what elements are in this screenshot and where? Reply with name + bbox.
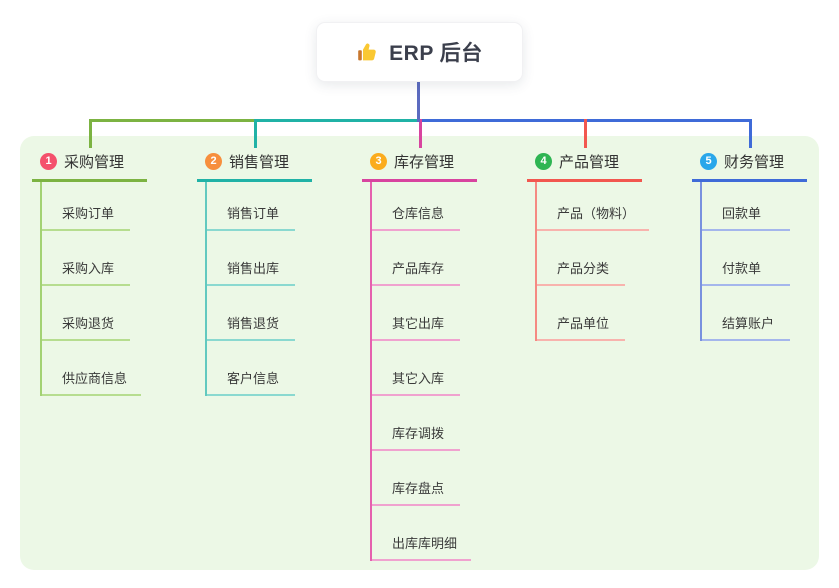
connector-drop-branch-2 bbox=[254, 119, 257, 148]
branch-label: 产品管理 bbox=[559, 154, 620, 171]
child-node[interactable]: 采购退货 bbox=[42, 286, 130, 341]
child-label: 销售订单 bbox=[227, 206, 280, 221]
child-label: 采购退货 bbox=[62, 316, 115, 331]
thumbs-up-icon bbox=[356, 40, 380, 64]
child-node[interactable]: 其它出库 bbox=[372, 286, 460, 341]
branch-2: 2 销售管理销售订单销售出库销售退货客户信息 bbox=[197, 148, 320, 396]
child-node[interactable]: 销售退货 bbox=[207, 286, 295, 341]
child-label: 销售出库 bbox=[227, 261, 280, 276]
child-node[interactable]: 结算账户 bbox=[702, 286, 790, 341]
child-label: 采购订单 bbox=[62, 206, 115, 221]
child-label: 产品分类 bbox=[557, 261, 610, 276]
child-node[interactable]: 产品分类 bbox=[537, 231, 625, 286]
child-node[interactable]: 付款单 bbox=[702, 231, 790, 286]
child-label: 库存盘点 bbox=[392, 481, 445, 496]
child-node[interactable]: 产品（物料） bbox=[537, 182, 650, 231]
branch-header-2[interactable]: 2 销售管理 bbox=[197, 148, 312, 182]
root-node[interactable]: ERP 后台 bbox=[316, 22, 523, 82]
branch-children-5: 回款单付款单结算账户 bbox=[700, 182, 815, 341]
child-node[interactable]: 其它入库 bbox=[372, 341, 460, 396]
branch-number-badge: 1 bbox=[40, 153, 57, 170]
child-node[interactable]: 回款单 bbox=[702, 182, 790, 231]
child-node[interactable]: 采购订单 bbox=[42, 182, 130, 231]
branch-children-1: 采购订单采购入库采购退货供应商信息 bbox=[40, 182, 155, 396]
child-label: 其它出库 bbox=[392, 316, 445, 331]
child-label: 采购入库 bbox=[62, 261, 115, 276]
branch-children-3: 仓库信息产品库存其它出库其它入库库存调拨库存盘点出库库明细 bbox=[370, 182, 485, 561]
child-node[interactable]: 产品库存 bbox=[372, 231, 460, 286]
branch-1: 1 采购管理采购订单采购入库采购退货供应商信息 bbox=[32, 148, 155, 396]
child-label: 付款单 bbox=[722, 261, 762, 276]
child-node[interactable]: 采购入库 bbox=[42, 231, 130, 286]
child-label: 产品单位 bbox=[557, 316, 610, 331]
branch-header-1[interactable]: 1 采购管理 bbox=[32, 148, 147, 182]
branch-header-3[interactable]: 3 库存管理 bbox=[362, 148, 477, 182]
child-node[interactable]: 库存调拨 bbox=[372, 396, 460, 451]
root-title: ERP 后台 bbox=[389, 42, 483, 65]
connector-drop-branch-4 bbox=[584, 119, 587, 148]
child-node[interactable]: 销售出库 bbox=[207, 231, 295, 286]
child-label: 回款单 bbox=[722, 206, 762, 221]
child-node[interactable]: 产品单位 bbox=[537, 286, 625, 341]
branch-4: 4 产品管理产品（物料） 产品分类产品单位 bbox=[527, 148, 650, 341]
connector-drop-branch-1 bbox=[89, 119, 92, 148]
child-label: 供应商信息 bbox=[62, 371, 128, 386]
child-label: 结算账户 bbox=[722, 316, 775, 331]
branch-number-badge: 3 bbox=[370, 153, 387, 170]
branch-3: 3 库存管理仓库信息产品库存其它出库其它入库库存调拨库存盘点出库库明细 bbox=[362, 148, 485, 561]
child-label: 其它入库 bbox=[392, 371, 445, 386]
child-label: 客户信息 bbox=[227, 371, 280, 386]
branch-number-badge: 4 bbox=[535, 153, 552, 170]
branch-label: 采购管理 bbox=[64, 154, 125, 171]
child-label: 销售退货 bbox=[227, 316, 280, 331]
branch-children-4: 产品（物料） 产品分类产品单位 bbox=[535, 182, 650, 341]
branch-number-badge: 5 bbox=[700, 153, 717, 170]
branch-number-badge: 2 bbox=[205, 153, 222, 170]
branch-5: 5 财务管理回款单付款单结算账户 bbox=[692, 148, 815, 341]
child-label: 产品（物料） bbox=[557, 206, 636, 221]
child-label: 产品库存 bbox=[392, 261, 445, 276]
branch-children-2: 销售订单销售出库销售退货客户信息 bbox=[205, 182, 320, 396]
branch-label: 财务管理 bbox=[724, 154, 785, 171]
child-node[interactable]: 供应商信息 bbox=[42, 341, 142, 396]
child-node[interactable]: 客户信息 bbox=[207, 341, 295, 396]
connector-horizontal-branch-2 bbox=[254, 119, 420, 122]
child-label: 库存调拨 bbox=[392, 426, 445, 441]
branch-header-4[interactable]: 4 产品管理 bbox=[527, 148, 642, 182]
child-label: 出库库明细 bbox=[392, 536, 458, 551]
child-node[interactable]: 出库库明细 bbox=[372, 506, 472, 561]
child-node[interactable]: 仓库信息 bbox=[372, 182, 460, 231]
child-node[interactable]: 销售订单 bbox=[207, 182, 295, 231]
connector-drop-branch-3 bbox=[419, 119, 422, 148]
branch-label: 销售管理 bbox=[229, 154, 290, 171]
child-label: 仓库信息 bbox=[392, 206, 445, 221]
branch-label: 库存管理 bbox=[394, 154, 455, 171]
branch-header-5[interactable]: 5 财务管理 bbox=[692, 148, 807, 182]
branches-background-panel bbox=[20, 136, 819, 570]
child-node[interactable]: 库存盘点 bbox=[372, 451, 460, 506]
connector-drop-branch-5 bbox=[749, 119, 752, 148]
connector-root-vertical bbox=[417, 82, 420, 122]
